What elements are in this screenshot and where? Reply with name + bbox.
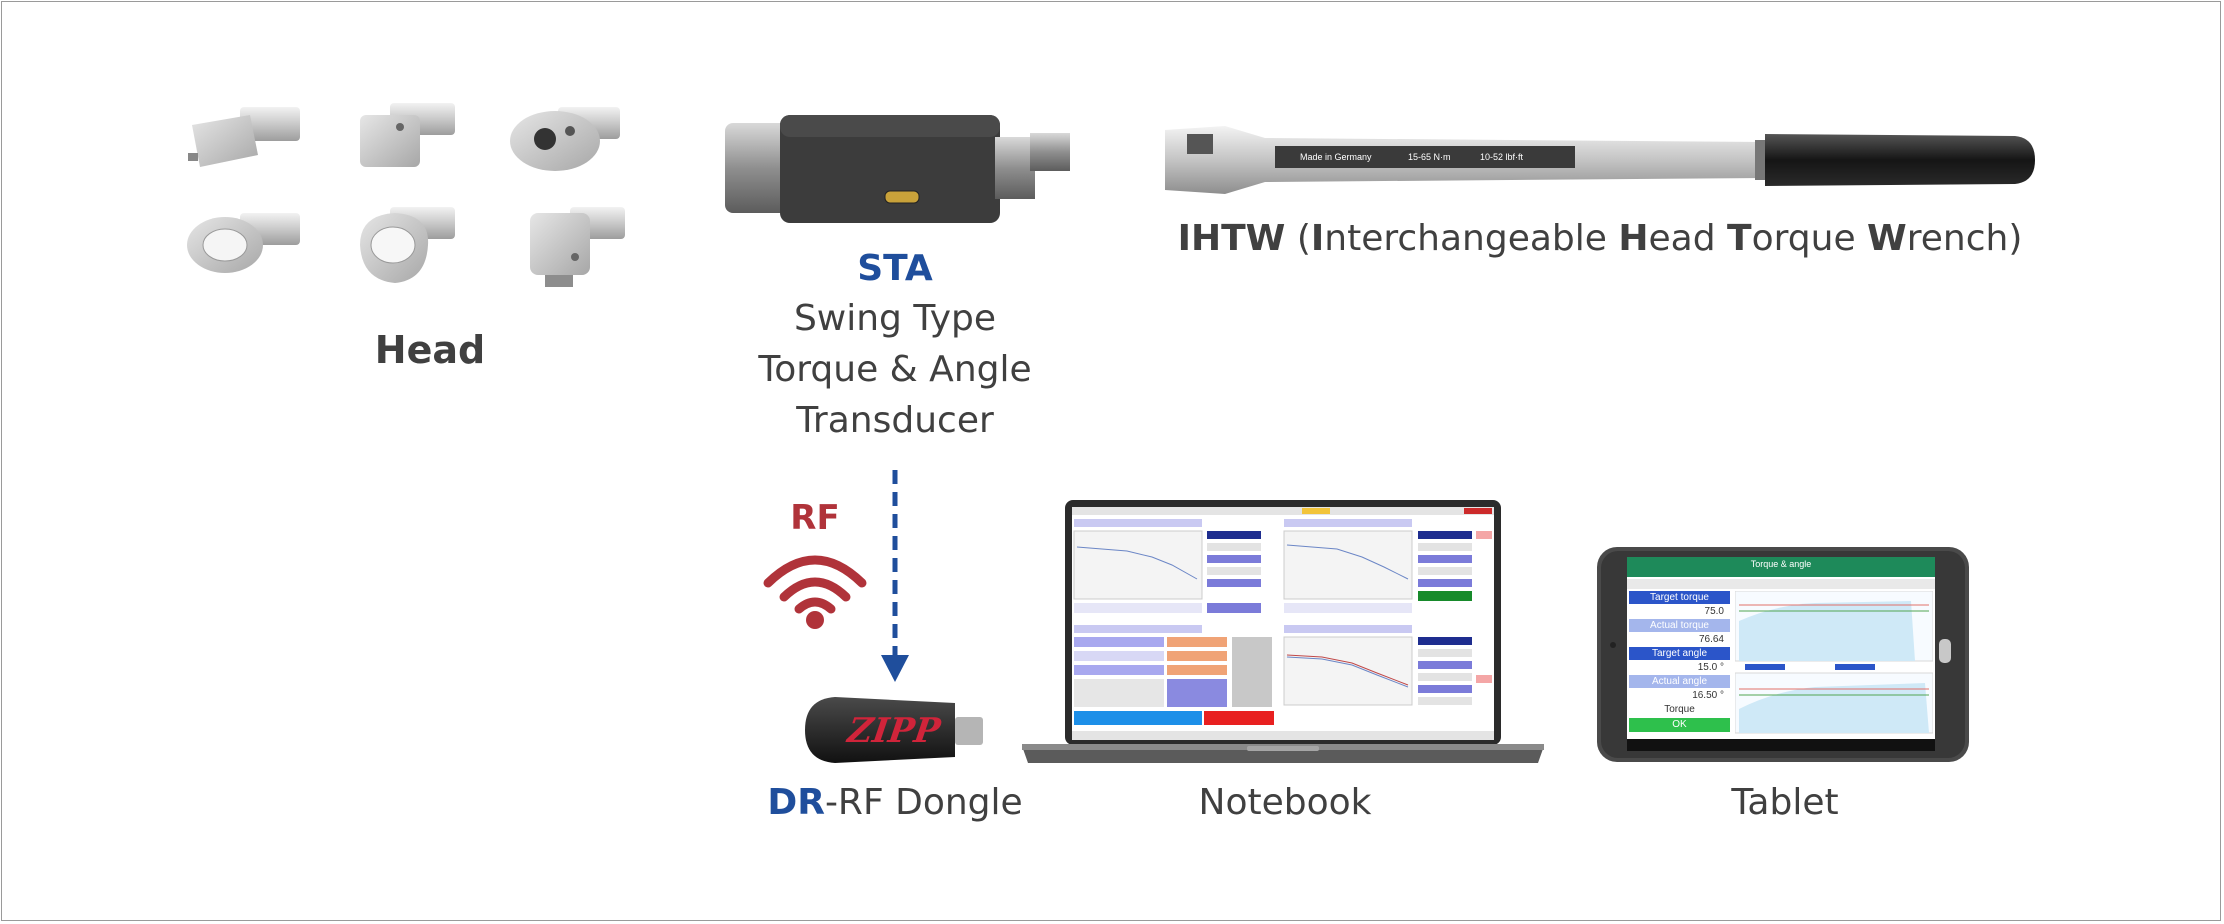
torque-wrench-illustration [1165, 120, 2035, 200]
ihtw-p4: orque [1751, 218, 1868, 259]
ihtw-b2: H [1618, 218, 1649, 259]
wrench-engrave-3: 10-52 lbf·ft [1480, 152, 1524, 162]
notebook-screen [1072, 507, 1494, 740]
heads-svg [187, 103, 625, 287]
ihtw-p5: rench) [1906, 218, 2023, 259]
ihtw-p1: ( [1285, 218, 1311, 259]
wrench-engrave-2: 15-65 N·m [1408, 152, 1451, 162]
dongle-label: DR-RF Dongle [735, 782, 1055, 823]
head-square-block [530, 207, 625, 287]
tablet-charts [1734, 590, 1934, 737]
sta-svg [725, 115, 1070, 223]
sta-abbr: STA [857, 248, 933, 289]
sta-line2: Torque & Angle [758, 349, 1032, 390]
ihtw-abbr: IHTW [1177, 218, 1286, 259]
ihtw-b1: I [1310, 218, 1325, 259]
head-square-drive [188, 107, 300, 167]
tablet-nav-bar [1627, 739, 1935, 751]
notebook-label: Notebook [1198, 782, 1372, 823]
rf-dongle-illustration [805, 695, 985, 765]
sta-line1: Swing Type [793, 298, 997, 339]
tablet-actual-angle-value: 16.50 ° [1692, 690, 1724, 701]
dongle-brand-logo: ZIPP [845, 711, 943, 751]
tablet-ok-button[interactable]: OK [1629, 718, 1730, 732]
tablet-screen: Torque & angle Target torque 75.0 Actual… [1627, 557, 1935, 751]
dashed-arrow-svg [881, 470, 909, 682]
wifi-icon [762, 545, 868, 630]
head-ratchet [510, 107, 620, 171]
head-label: Head [374, 328, 486, 372]
tablet-target-torque-value: 75.0 [1704, 606, 1724, 617]
head-ring [187, 213, 300, 273]
dongle-abbr: DR [767, 782, 825, 823]
tablet-status-strip [1627, 579, 1935, 589]
wrench-svg [1165, 126, 2035, 194]
ihtw-b3: T [1727, 218, 1752, 259]
sta-line3: Transducer [796, 400, 994, 441]
ihtw-b4: W [1867, 218, 1907, 259]
tablet-app-bar [1627, 557, 1935, 577]
heads-illustration [180, 95, 670, 305]
tablet-label: Tablet [1731, 782, 1839, 823]
ihtw-label: IHTW (Interchangeable Head Torque Wrench… [1120, 218, 2080, 259]
tablet-actual-torque-value: 76.64 [1698, 634, 1724, 645]
head-block [360, 103, 455, 167]
head-open-ring [360, 207, 455, 283]
wrench-engrave-1: Made in Germany [1300, 152, 1372, 162]
rf-link-arrow [880, 470, 910, 685]
tablet-actual-angle-label: Actual angle [1629, 675, 1730, 688]
tablet-torque-label: Torque [1664, 704, 1695, 715]
dongle-label-rest: -RF Dongle [824, 782, 1023, 823]
tablet-actual-torque-label: Actual torque [1629, 619, 1730, 632]
ihtw-p2: nterchangeable [1324, 218, 1619, 259]
tablet-target-torque-label: Target torque [1629, 591, 1730, 604]
tablet-target-angle-label: Target angle [1629, 647, 1730, 660]
sta-illustration [725, 115, 1070, 235]
ihtw-p3: ead [1648, 218, 1728, 259]
tablet-target-angle-value: 15.0 ° [1697, 662, 1724, 673]
rf-label: RF [790, 498, 840, 538]
tablet-title: Torque & angle [1750, 559, 1812, 569]
